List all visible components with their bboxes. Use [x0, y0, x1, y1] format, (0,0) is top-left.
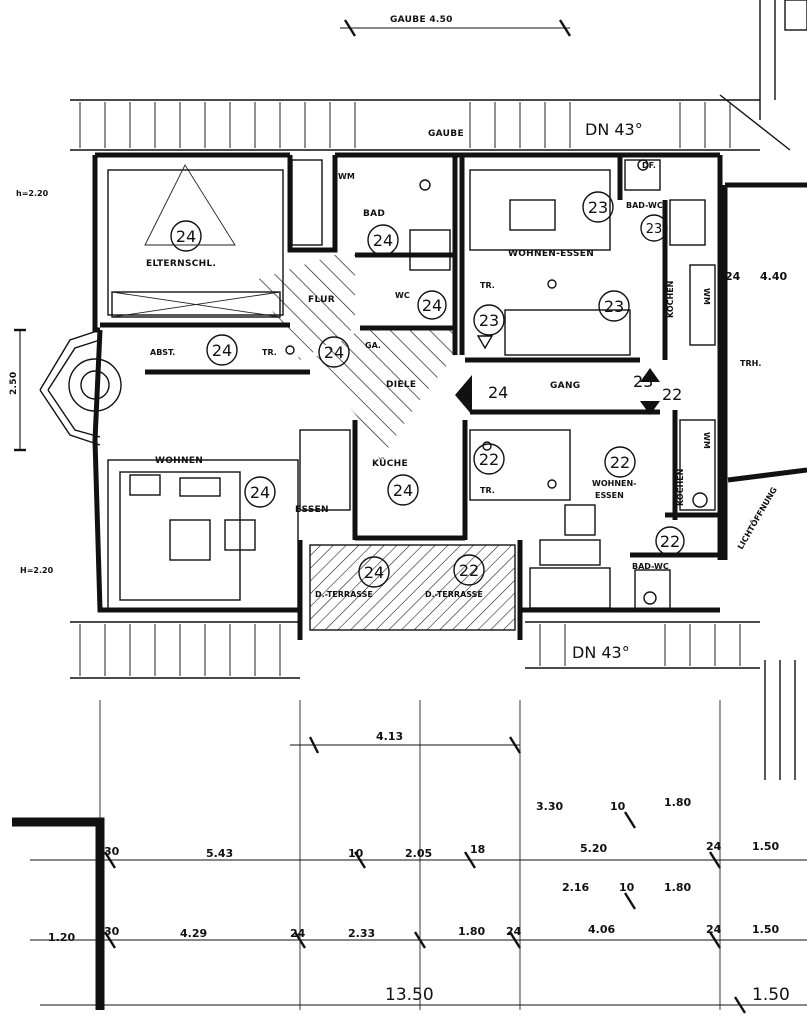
side-dimension-label: 2.50: [9, 372, 19, 395]
trh-label: TRH.: [740, 359, 761, 368]
unit-marker: 22: [459, 561, 479, 580]
room-gang: GANG: [550, 381, 580, 391]
unit-marker-plain: 22: [662, 385, 682, 404]
room-dterrasse2: D.-TERRASSE: [425, 590, 483, 599]
unit-marker: 23: [646, 222, 663, 237]
furniture: [68, 159, 716, 611]
unit-marker: 24: [373, 231, 393, 250]
room-df: DF.: [642, 161, 656, 170]
room-wm2: WM: [702, 288, 711, 305]
room-tr2: TR.: [480, 281, 495, 290]
room-wm1: WM: [338, 172, 355, 181]
room-flur: FLUR: [308, 295, 335, 305]
room-wohnen-essen1: WOHNEN-ESSEN: [508, 249, 594, 259]
room-dterrasse1: D.-TERRASSE: [315, 590, 373, 599]
dim-label: 1.80: [664, 796, 691, 809]
dn-bottom-label: DN 43°: [572, 643, 630, 662]
room-kochen1: KOCHEN: [666, 281, 675, 318]
dim-label: 10: [348, 847, 364, 860]
room-abst: ABST.: [150, 348, 175, 357]
unit-marker: 22: [610, 453, 630, 472]
dim-label: 5.43: [206, 847, 233, 860]
dn-top-label: DN 43°: [585, 120, 643, 139]
dim-label: 4.40: [760, 270, 787, 283]
dim-label: 4.13: [376, 730, 403, 743]
unit-marker: 24: [212, 341, 232, 360]
hatched-areas: [255, 255, 516, 631]
roof-rafters-top: [70, 94, 791, 151]
room-essen: ESSEN: [295, 505, 329, 515]
dim-label: 4.06: [588, 923, 615, 936]
dim-label: 1.50: [752, 923, 779, 936]
room-elternschl: ELTERNSCHL.: [146, 259, 216, 269]
interior-walls: [100, 155, 807, 640]
dim-label: 1.80: [664, 881, 691, 894]
room-bad: BAD: [363, 209, 385, 219]
height-bottom-label: H=2.20: [20, 566, 54, 575]
unit-marker: 24: [250, 483, 270, 502]
room-bad-wc2: BAD-WC: [632, 562, 669, 571]
dim-label: 5.20: [580, 842, 607, 855]
dim-label: 10: [610, 800, 626, 813]
room-kueche: KÜCHE: [372, 458, 408, 469]
room-bad-wc1: BAD-WC: [626, 201, 663, 210]
unit-marker: 24: [364, 563, 384, 582]
room-diele: DIELE: [386, 380, 416, 390]
unit-marker-plain: 24: [488, 383, 508, 402]
dim-label: 24: [290, 927, 306, 940]
room-wohnen2: WOHNEN-: [592, 479, 637, 488]
corner-wall-marker: [12, 817, 105, 1010]
dim-label: 1.20: [48, 931, 75, 944]
unit-marker: 24: [422, 296, 442, 315]
unit-marker: 24: [176, 227, 196, 246]
roof-rafters-right: [759, 0, 807, 780]
room-wm3: WM: [702, 432, 711, 449]
windows: [107, 164, 611, 611]
total-dimension-right: 1.50: [752, 985, 790, 1005]
lichtoeffnung-label: LICHTÖFFNUNG: [735, 485, 779, 551]
dim-label: 2.05: [405, 847, 432, 860]
roof-rafters-bottom: [70, 621, 760, 679]
dim-label: 3.30: [536, 800, 563, 813]
dimension-labels: 24 4.40 4.13 3.30 10 1.80 30 5.43 10 2.0…: [48, 270, 790, 1005]
dimension-lines: [14, 19, 807, 1014]
unit-marker: 23: [604, 297, 624, 316]
room-wc: WC: [395, 291, 410, 300]
dim-label: 18: [470, 843, 485, 856]
dim-label: 10: [619, 881, 635, 894]
unit-marker-plain: 23: [633, 372, 653, 391]
dim-label: 4.29: [180, 927, 207, 940]
gaube-top-label: GAUBE 4.50: [390, 15, 453, 25]
room-essen2: ESSEN: [595, 491, 624, 500]
room-tr1: TR.: [262, 348, 277, 357]
dim-label: 24: [706, 923, 722, 936]
dim-label: 24: [706, 840, 722, 853]
dim-label: 24: [725, 270, 741, 283]
dim-label: 2.33: [348, 927, 375, 940]
exterior-walls: [39, 152, 723, 613]
room-wohnen: WOHNEN: [155, 456, 203, 466]
room-ga: GA.: [365, 341, 381, 350]
dim-label: 2.16: [562, 881, 589, 894]
room-kochen2: KOCHEN: [676, 469, 685, 506]
unit-marker: 22: [479, 450, 499, 469]
dim-label: 30: [104, 925, 120, 938]
unit-marker: 24: [393, 481, 413, 500]
unit-markers: 24 24 24 24 24 24 24 24 24 23 23 23 23 2…: [170, 191, 685, 588]
gaube-label: GAUBE: [428, 129, 464, 139]
height-top-label: h=2.20: [16, 189, 49, 198]
total-dimension: 13.50: [385, 985, 434, 1005]
dim-label: 30: [104, 845, 120, 858]
dim-label: 1.80: [458, 925, 485, 938]
room-tr3: TR.: [480, 486, 495, 495]
unit-marker: 23: [479, 311, 499, 330]
unit-marker: 23: [588, 198, 608, 217]
unit-marker: 22: [660, 532, 680, 551]
dim-label: 24: [506, 925, 522, 938]
unit-marker: 24: [324, 343, 344, 362]
dim-label: 1.50: [752, 840, 779, 853]
